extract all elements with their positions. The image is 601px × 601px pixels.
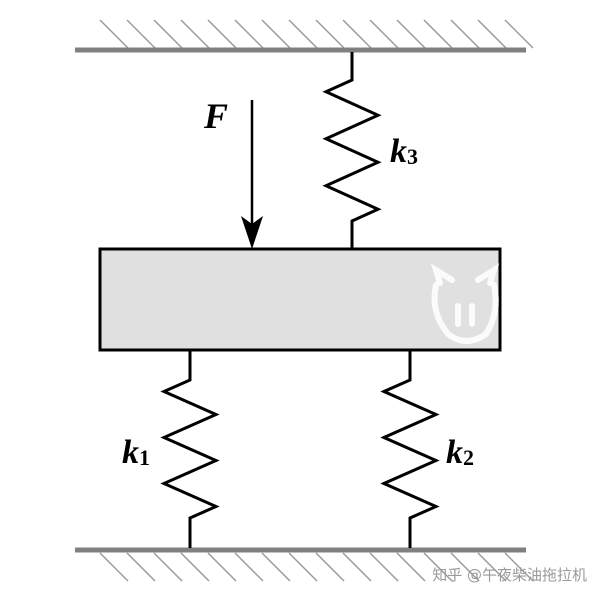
hatch-line (369, 552, 399, 582)
watermark-text: 知乎 @午夜柴油拖拉机 (432, 566, 587, 584)
hatch-line (180, 19, 210, 49)
spring-k1-label: k1 (122, 434, 150, 471)
top-ground-hatching (99, 19, 534, 49)
force-arrow (241, 100, 263, 249)
hatch-line (423, 19, 453, 49)
hatch-line (504, 552, 534, 582)
spring-k3 (322, 52, 382, 249)
hatch-line (234, 19, 264, 49)
hatch-line (99, 19, 129, 49)
hatch-line (153, 19, 183, 49)
spring-k3-label: k3 (390, 133, 418, 170)
hatch-line (315, 552, 345, 582)
hatch-line (477, 552, 507, 582)
hatch-line (477, 19, 507, 49)
spring-k2 (380, 350, 440, 548)
hatch-line (450, 552, 480, 582)
bottom-ground-hatching (99, 552, 534, 582)
hatch-line (342, 19, 372, 49)
hatch-line (261, 552, 291, 582)
hatch-line (207, 552, 237, 582)
hatch-line (180, 552, 210, 582)
hatch-line (261, 19, 291, 49)
spring-k1 (160, 350, 220, 548)
hatch-line (126, 552, 156, 582)
hatch-line (207, 19, 237, 49)
hatch-line (504, 19, 534, 49)
hatch-line (315, 19, 345, 49)
hatch-line (423, 552, 453, 582)
hatch-line (369, 19, 399, 49)
hatch-line (450, 19, 480, 49)
hatch-line (288, 19, 318, 49)
spring-k2-label: k2 (446, 434, 474, 471)
hatch-line (396, 19, 426, 49)
hatch-line (153, 552, 183, 582)
hatch-line (126, 19, 156, 49)
hatch-line (234, 552, 264, 582)
hatch-line (396, 552, 426, 582)
hatch-line (288, 552, 318, 582)
force-label: F (203, 96, 228, 136)
pig-logo-icon (430, 263, 500, 344)
hatch-line (342, 552, 372, 582)
hatch-line (99, 552, 129, 582)
mass-block (98, 247, 502, 352)
